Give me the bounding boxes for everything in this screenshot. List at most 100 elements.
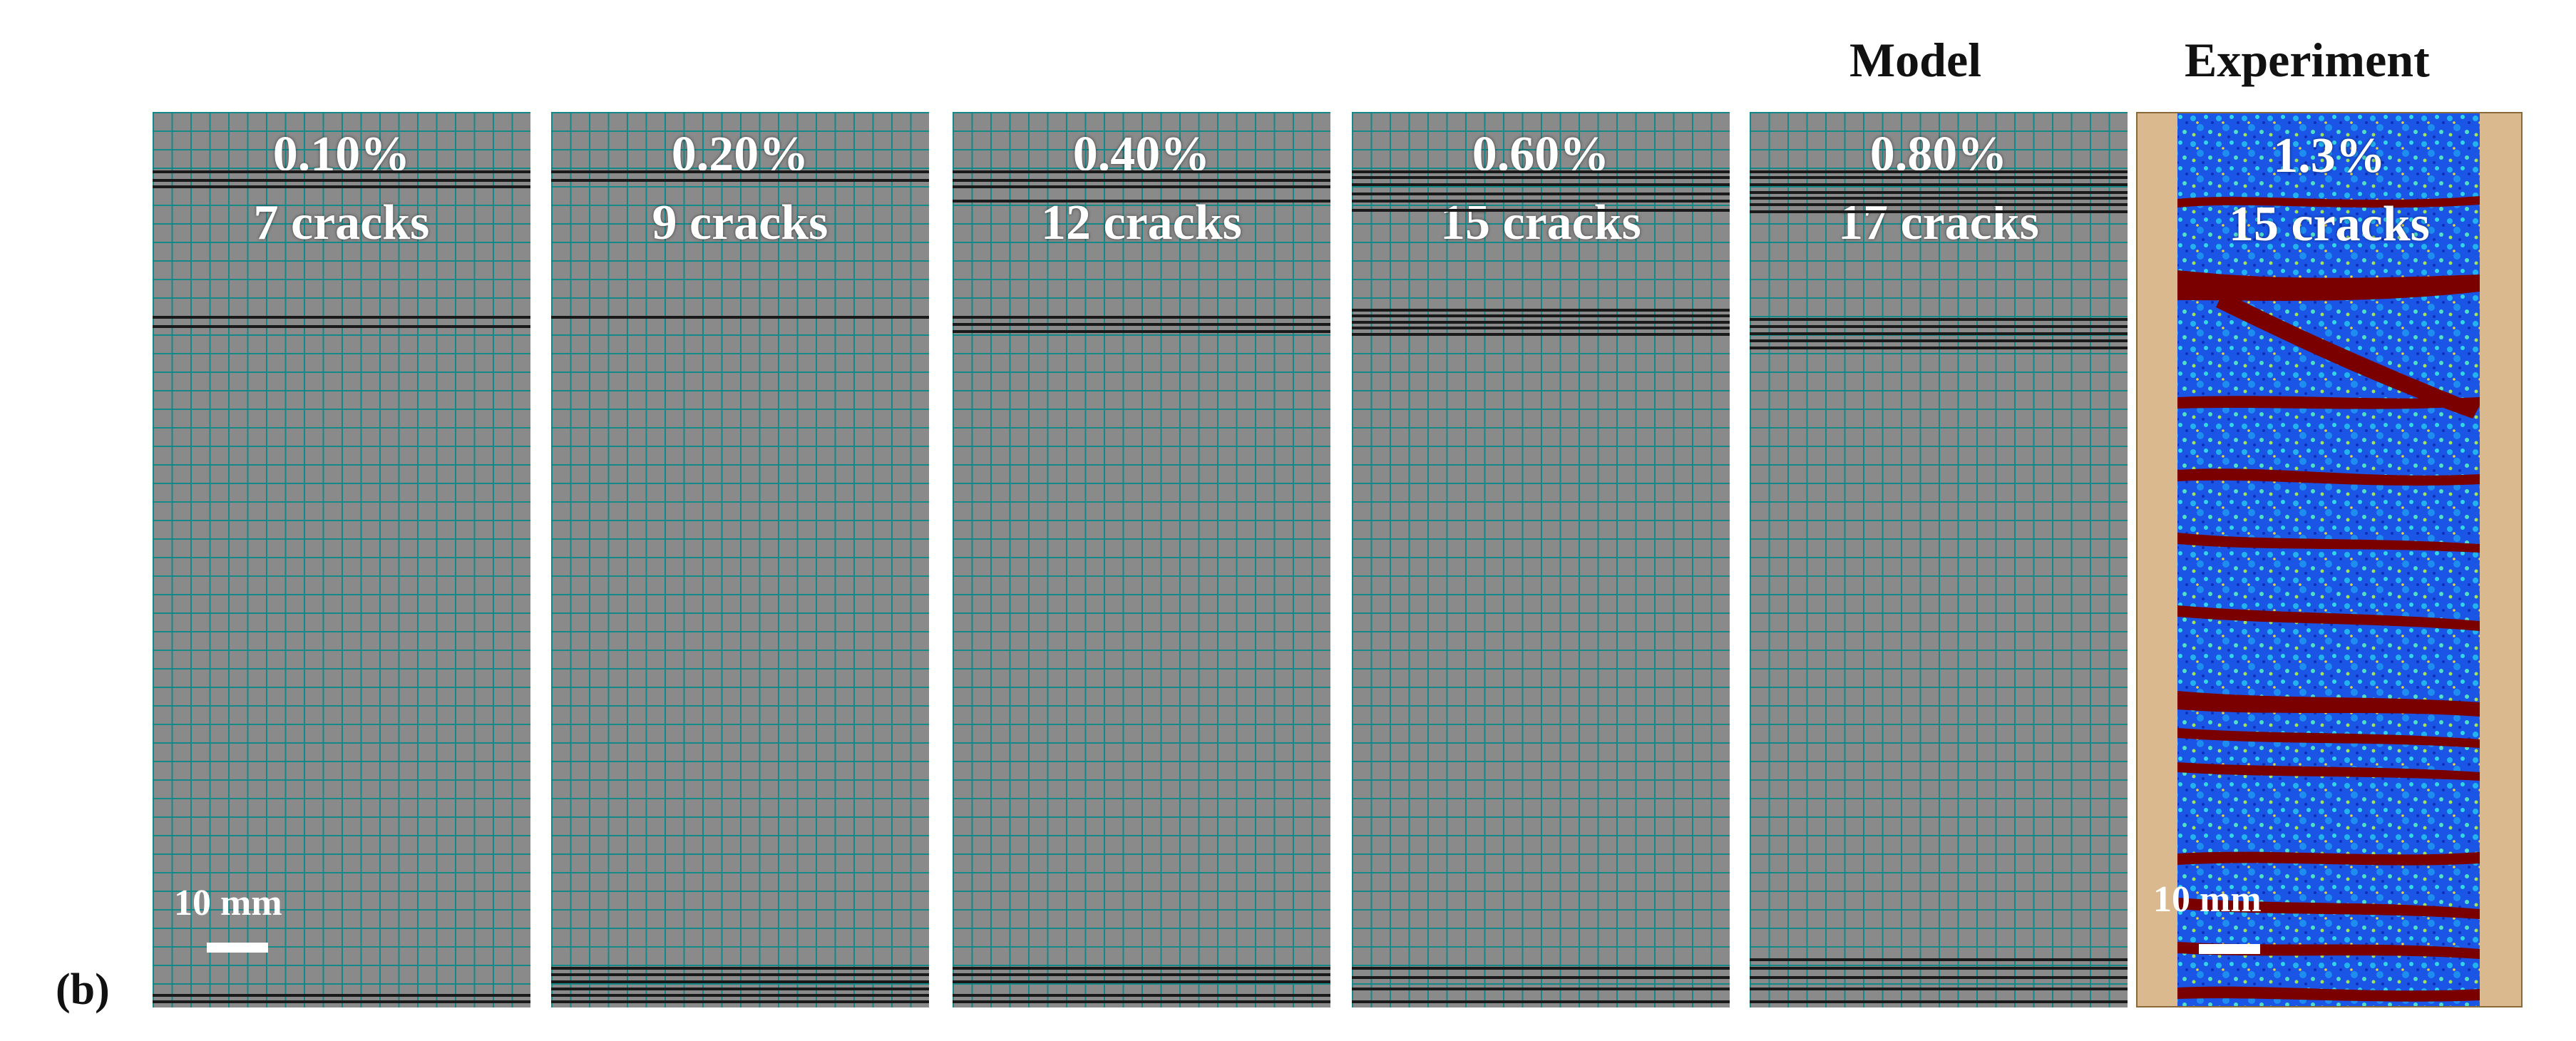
crack-line	[1352, 183, 1730, 187]
crack-line	[1352, 976, 1730, 980]
model-panel-4: 0.60% 15 cracks	[1352, 112, 1730, 1007]
crack-line	[1750, 347, 2128, 350]
crack-line	[1750, 203, 2128, 207]
crack-line	[953, 185, 1330, 188]
model-header: Model	[1849, 33, 1982, 87]
crack-line	[551, 988, 929, 991]
crack-line	[953, 200, 1330, 203]
crack-line	[153, 324, 530, 328]
crack-line	[953, 973, 1330, 977]
crack-line	[551, 1000, 929, 1003]
model-panel-1: 0.10% 7 cracks 10 mm	[153, 112, 530, 1007]
crack-line	[551, 994, 929, 998]
crack-line	[551, 967, 929, 970]
crack-line	[1352, 314, 1730, 317]
crack-line	[551, 316, 929, 319]
crack-line	[1352, 208, 1730, 212]
crack-line	[1750, 324, 2128, 328]
experimental-crack	[2177, 986, 2480, 1002]
crack-line	[153, 179, 530, 183]
crack-line	[953, 967, 1330, 970]
crack-line	[953, 179, 1330, 183]
model-panel-2: 0.20% 9 cracks	[551, 112, 929, 1007]
crack-line	[551, 980, 929, 984]
panel-label: 0.60% 15 cracks	[1352, 120, 1730, 257]
part-label: (b)	[56, 965, 110, 1014]
crack-line	[1352, 200, 1730, 203]
crack-line	[1750, 176, 2128, 180]
panel-label: 0.80% 17 cracks	[1750, 120, 2128, 257]
scale-label: 10 mm	[174, 883, 282, 923]
crack-line	[953, 323, 1330, 327]
experimental-crack	[2177, 728, 2480, 748]
scale-bar	[2199, 944, 2260, 954]
crack-line	[1750, 1000, 2128, 1003]
crack-line	[1750, 317, 2128, 321]
crack-line	[153, 1000, 530, 1003]
crack-line	[1750, 170, 2128, 173]
crack-count-label: 9 cracks	[652, 195, 828, 250]
crack-line	[1352, 988, 1730, 991]
experimental-crack	[2177, 468, 2480, 486]
dic-strain-field	[2177, 113, 2480, 1006]
crack-line	[953, 170, 1330, 173]
crack-line	[1352, 309, 1730, 312]
crack-line	[1352, 967, 1730, 970]
experimental-crack	[2177, 691, 2480, 717]
crack-line	[153, 185, 530, 188]
experiment-header: Experiment	[2185, 33, 2430, 87]
crack-line	[953, 330, 1330, 334]
crack-line	[551, 973, 929, 977]
experimental-crack	[2177, 851, 2480, 866]
panel-label: 0.10% 7 cracks	[153, 120, 530, 257]
crack-line	[1750, 190, 2128, 194]
crack-line	[1352, 176, 1730, 180]
crack-line	[953, 994, 1330, 998]
crack-line	[1750, 958, 2128, 961]
panel-label: 0.20% 9 cracks	[551, 120, 929, 257]
panel-label: 1.3% 15 cracks	[2138, 122, 2521, 259]
crack-line	[1750, 197, 2128, 200]
crack-line	[1750, 339, 2128, 343]
experimental-crack	[2177, 605, 2480, 631]
experimental-crack	[2177, 270, 2480, 301]
experimental-crack	[2177, 898, 2480, 919]
experimental-crack	[2216, 292, 2480, 419]
crack-line	[1750, 967, 2128, 970]
crack-line	[1750, 332, 2128, 335]
crack-line	[1352, 320, 1730, 324]
crack-line	[1750, 183, 2128, 187]
crack-line	[1750, 976, 2128, 980]
experimental-crack	[2177, 396, 2480, 409]
experimental-cracks	[2177, 196, 2480, 1002]
crack-line	[1352, 327, 1730, 330]
experimental-crack	[2177, 533, 2480, 553]
crack-line	[153, 170, 530, 173]
crack-line	[153, 316, 530, 319]
crack-line	[1750, 210, 2128, 214]
experiment-panel: 1.3% 15 cracks 10 mm	[2136, 112, 2523, 1007]
experimental-crack	[2177, 762, 2480, 781]
crack-count-label: 12 cracks	[1041, 195, 1242, 250]
scale-bar	[207, 943, 268, 953]
crack-line	[551, 179, 929, 183]
model-panel-5: 0.80% 17 cracks	[1750, 112, 2128, 1007]
panel-label: 0.40% 12 cracks	[953, 120, 1330, 257]
scale-label: 10 mm	[2153, 879, 2262, 920]
experimental-crack	[2177, 196, 2480, 208]
crack-line	[953, 980, 1330, 984]
strain-label: 1.3%	[2273, 128, 2386, 183]
crack-line	[1352, 193, 1730, 196]
crack-count-label: 7 cracks	[253, 195, 430, 250]
crack-line	[153, 994, 530, 998]
crack-line	[953, 316, 1330, 319]
crack-line	[1352, 1000, 1730, 1003]
crack-line	[953, 1000, 1330, 1003]
crack-count-label: 15 cracks	[1440, 195, 1641, 250]
crack-line	[1750, 988, 2128, 991]
crack-line	[551, 170, 929, 173]
model-panel-3: 0.40% 12 cracks	[953, 112, 1330, 1007]
crack-line	[1352, 170, 1730, 173]
crack-count-label: 15 cracks	[2229, 197, 2430, 252]
